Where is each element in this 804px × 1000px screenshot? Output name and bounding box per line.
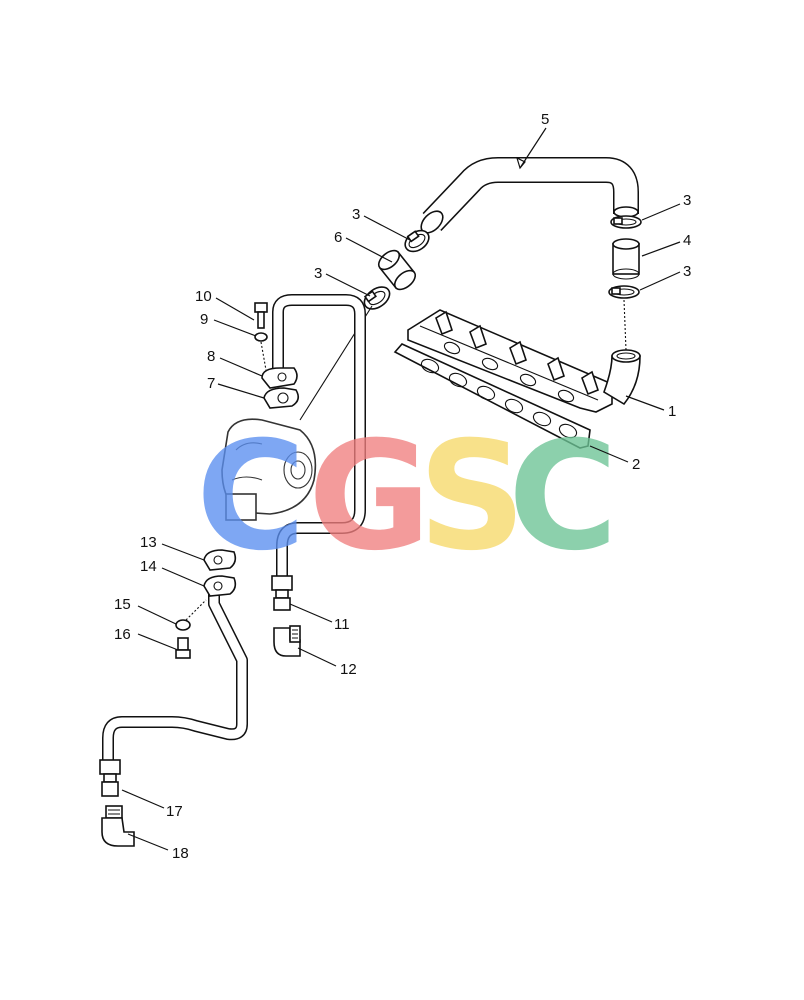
callout-17: 17: [166, 803, 183, 820]
air-hose-part-5: [420, 157, 639, 234]
callout-4: 4: [683, 232, 691, 249]
callout-8: 8: [207, 348, 215, 365]
callout-9: 9: [200, 311, 208, 328]
clamp-part-3-lower-left: [363, 286, 391, 310]
clamp-part-3-lower-right: [608, 285, 640, 299]
callout-1: 1: [668, 403, 676, 420]
callout-12: 12: [340, 661, 357, 678]
sleeve-part-6: [377, 249, 417, 291]
elbow-part-12: [273, 625, 301, 657]
callout-14: 14: [140, 558, 157, 575]
callout-6: 6: [334, 229, 342, 246]
oil-drain-tube: [102, 582, 248, 766]
bolt-part-16: [175, 637, 191, 659]
gasket-part-14: [203, 575, 237, 597]
bolt-part-10: [254, 302, 268, 329]
callout-labels: 5 3 4 3 3 6 3 10 9 8 7 1 2 13 14 15 16 1…: [114, 111, 691, 862]
fitting-part-17: [99, 759, 121, 797]
leader-lines: [121, 127, 681, 851]
washer-part-15: [175, 619, 191, 631]
watermark-letter-c-2: C: [508, 410, 618, 584]
callout-3-right-upper: 3: [683, 192, 691, 209]
callout-11: 11: [334, 616, 350, 633]
flange-part-8: [261, 367, 298, 389]
callout-18: 18: [172, 845, 189, 862]
flange-part-13: [203, 549, 237, 571]
fitting-part-11: [271, 575, 293, 611]
callout-3-left-lower: 3: [314, 265, 322, 282]
clamp-part-3-upper-right: [610, 215, 642, 229]
watermark-letter-s: S: [418, 410, 526, 584]
callout-16: 16: [114, 626, 131, 643]
callout-2: 2: [632, 456, 640, 473]
callout-3-right-lower: 3: [683, 263, 691, 280]
manifold-gasket-part-2: [393, 343, 591, 449]
callout-7: 7: [207, 375, 215, 392]
callout-3-left-upper: 3: [352, 206, 360, 223]
oil-supply-tube: [272, 294, 366, 586]
gasket-part-7: [263, 387, 300, 409]
turbocharger-outline: [221, 418, 317, 521]
callout-13: 13: [140, 534, 157, 551]
watermark-letter-c-1: C: [196, 410, 306, 584]
sleeve-part-4: [612, 238, 640, 280]
watermark-logo: C G S C: [196, 410, 618, 584]
callout-5: 5: [541, 111, 549, 128]
callout-15: 15: [114, 596, 131, 613]
watermark-letter-g: G: [308, 410, 431, 584]
clamp-part-3-upper-left: [404, 229, 430, 253]
callout-10: 10: [195, 288, 212, 305]
washer-part-9: [254, 332, 268, 342]
exhaust-manifold-part-1: [407, 309, 641, 413]
elbow-part-18: [101, 805, 135, 847]
